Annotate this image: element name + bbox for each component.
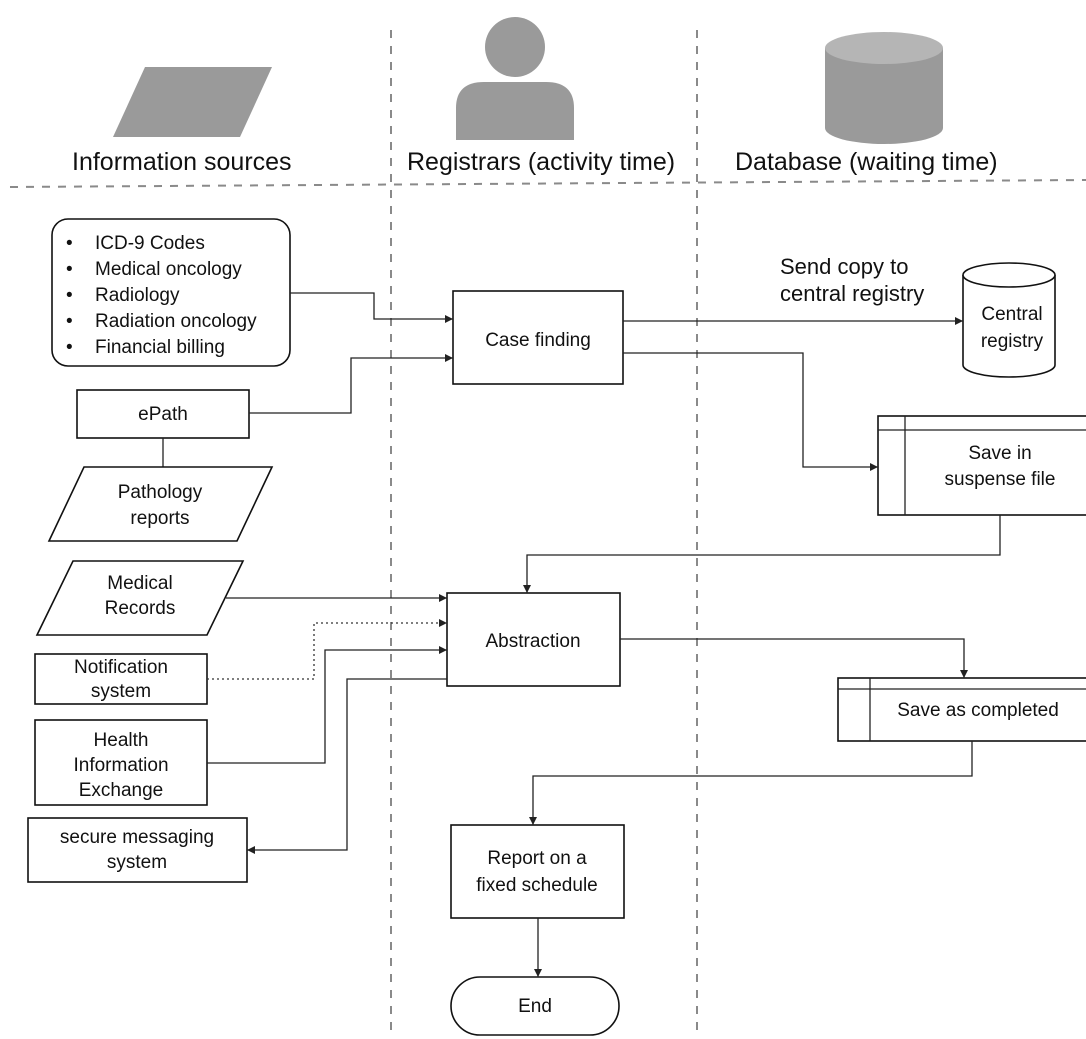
parallelogram-icon (113, 67, 272, 137)
report-label-1: Report on a (487, 848, 587, 869)
source-item: Radiation oncology (95, 311, 257, 332)
bullet: • (66, 311, 73, 332)
source-item: Radiology (95, 285, 180, 306)
pathology-label-2: reports (130, 508, 189, 529)
central-registry-label-2: registry (981, 331, 1044, 352)
send-copy-label-2: central registry (780, 281, 924, 306)
bullet: • (66, 259, 73, 280)
suspense-file-storage (877, 415, 1086, 516)
abstraction-label: Abstraction (485, 631, 580, 652)
lane-title-database: Database (waiting time) (735, 148, 998, 176)
source-item: Financial billing (95, 337, 225, 358)
notification-to-abstraction-arrow (207, 619, 447, 680)
medical-records-shape (35, 560, 245, 636)
lane-title-registrars: Registrars (activity time) (407, 148, 675, 176)
pathology-label-1: Pathology (118, 482, 203, 503)
suspense-label-2: suspense file (945, 469, 1056, 490)
end-terminator (450, 976, 620, 1036)
case-finding-box (452, 290, 624, 385)
header-divider (9, 179, 1086, 188)
source-item: ICD-9 Codes (95, 233, 205, 254)
report-box (450, 824, 625, 919)
completed-to-report-arrow (529, 741, 973, 825)
completed-label: Save as completed (897, 700, 1059, 721)
connectors (207, 292, 1001, 977)
completed-storage (837, 677, 1086, 742)
bullet: • (66, 337, 73, 358)
case-finding-to-suspense-arrow (623, 352, 878, 471)
central-registry-cylinder (962, 262, 1056, 378)
abstraction-box (446, 592, 621, 687)
hie-box (34, 719, 208, 806)
source-item: Medical oncology (95, 259, 242, 280)
sources-to-case-finding-arrow (290, 292, 453, 323)
hie-to-abstraction-arrow (207, 646, 447, 764)
hie-label-2: Information (73, 755, 168, 776)
send-copy-label-1: Send copy to (780, 254, 908, 279)
notification-system-box (34, 653, 208, 705)
hie-label-3: Exchange (79, 780, 164, 801)
medical-records-label-1: Medical (107, 573, 172, 594)
hie-label-1: Health (94, 730, 149, 751)
medical-records-label-2: Records (105, 598, 176, 619)
central-registry-label-1: Central (981, 304, 1042, 325)
secure-messaging-label-2: system (107, 852, 167, 873)
abstraction-to-secure-messaging-arrow (247, 678, 447, 854)
source-list: • ICD-9 Codes • Medical oncology • Radio… (66, 233, 257, 358)
suspense-label-1: Save in (968, 443, 1031, 464)
epath-label: ePath (138, 404, 188, 425)
epath-to-case-finding-arrow (249, 354, 453, 414)
pathology-reports-shape (47, 466, 274, 542)
notification-label-1: Notification (74, 657, 168, 678)
case-finding-label: Case finding (485, 330, 591, 351)
notification-label-2: system (91, 681, 151, 702)
lane-title-sources: Information sources (72, 148, 292, 176)
secure-messaging-box (27, 817, 248, 883)
secure-messaging-label-1: secure messaging (60, 827, 214, 848)
report-label-2: fixed schedule (476, 875, 597, 896)
bullet: • (66, 285, 73, 306)
bullet: • (66, 233, 73, 254)
epath-box (76, 389, 250, 439)
person-icon (456, 17, 574, 140)
abstraction-to-completed-arrow (620, 638, 968, 678)
end-label: End (518, 996, 552, 1017)
source-list-box: • ICD-9 Codes • Medical oncology • Radio… (51, 218, 291, 367)
database-cylinder-icon (825, 32, 943, 144)
suspense-to-abstraction-arrow (523, 515, 1001, 593)
